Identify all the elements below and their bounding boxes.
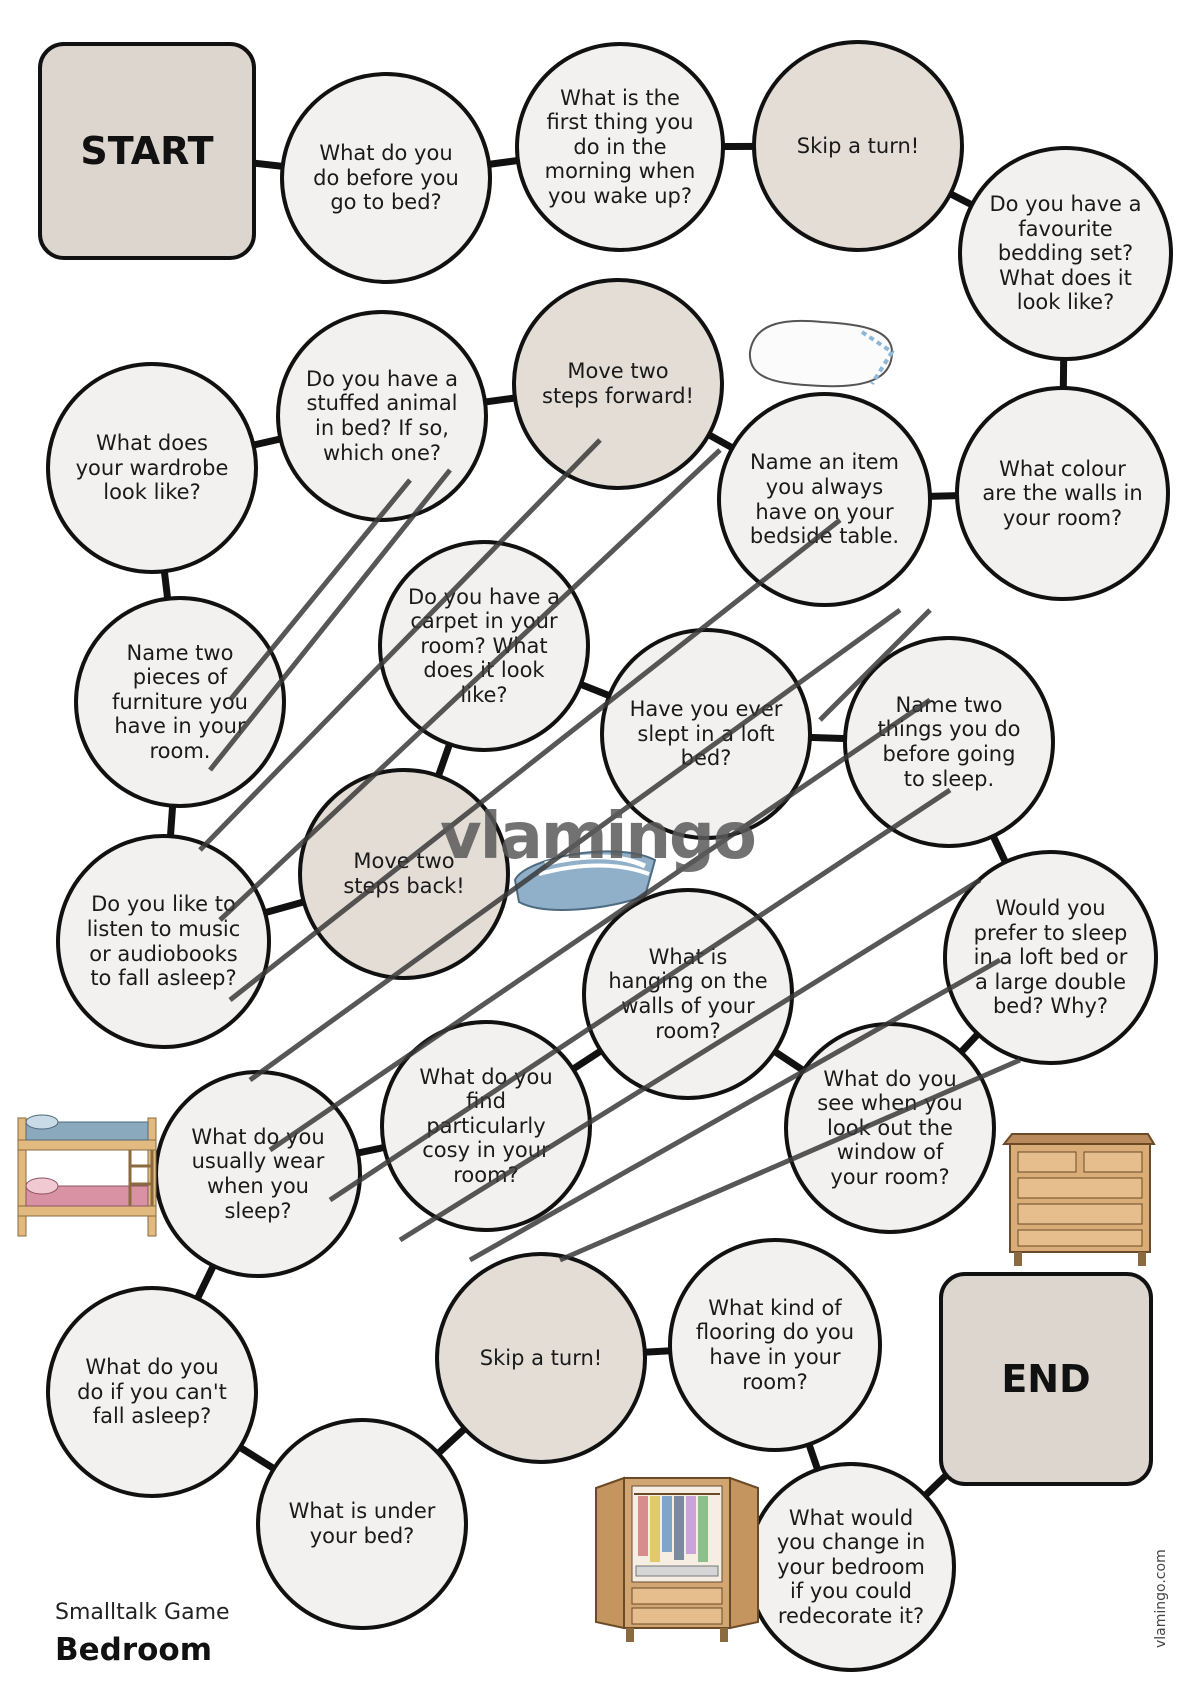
site-url: vlamingo.com [1153, 1549, 1169, 1648]
board-space-3: Skip a turn! [752, 40, 964, 252]
board-space-6: Name an item you always have on your bed… [717, 392, 932, 607]
pillow-icon [748, 319, 895, 388]
board-space-16: Would you prefer to sleep in a loft bed … [943, 850, 1158, 1065]
board-space-8: Do you have a stuffed animal in bed? If … [276, 310, 488, 522]
board-space-15: Name two things you do before going to s… [843, 636, 1055, 848]
board-space-11: Do you like to listen to music or audiob… [56, 834, 271, 1049]
board-space-24: What kind of flooring do you have in you… [668, 1238, 882, 1452]
end-label: END [1001, 1357, 1091, 1401]
board-space-9: What does your wardrobe look like? [46, 362, 258, 574]
board-space-17: What do you see when you look out the wi… [784, 1022, 996, 1234]
board-space-25: What would you change in your bedroom if… [746, 1462, 956, 1672]
end-box: END [939, 1272, 1153, 1486]
board-space-21: What do you do if you can't fall asleep? [46, 1286, 258, 1498]
start-label: START [80, 129, 214, 173]
start-box: START [38, 42, 256, 260]
board-space-22: What is under your bed? [256, 1418, 468, 1630]
watermark-logo: vlamingo [440, 800, 757, 874]
dresser-icon [1001, 1133, 1156, 1266]
board-space-1: What do you do before you go to bed? [280, 72, 492, 284]
board-space-4: Do you have a favourite bedding set? Wha… [958, 146, 1173, 361]
board-space-7: Move two steps forward! [512, 278, 724, 490]
board-space-5: What colour are the walls in your room? [955, 386, 1170, 601]
board-space-13: Do you have a carpet in your room? What … [378, 540, 590, 752]
bunk-bed-icon [17, 1114, 157, 1237]
board-space-10: Name two pieces of furniture you have in… [74, 596, 286, 808]
game-subtitle: Smalltalk Game [55, 1600, 230, 1625]
board-space-19: What do you find particularly cosy in yo… [380, 1020, 592, 1232]
board-space-20: What do you usually wear when you sleep? [154, 1070, 362, 1278]
game-title: Bedroom [55, 1632, 213, 1668]
wardrobe-icon [595, 1476, 759, 1642]
board-space-23: Skip a turn! [435, 1252, 647, 1464]
board-space-2: What is the first thing you do in the mo… [515, 42, 725, 252]
